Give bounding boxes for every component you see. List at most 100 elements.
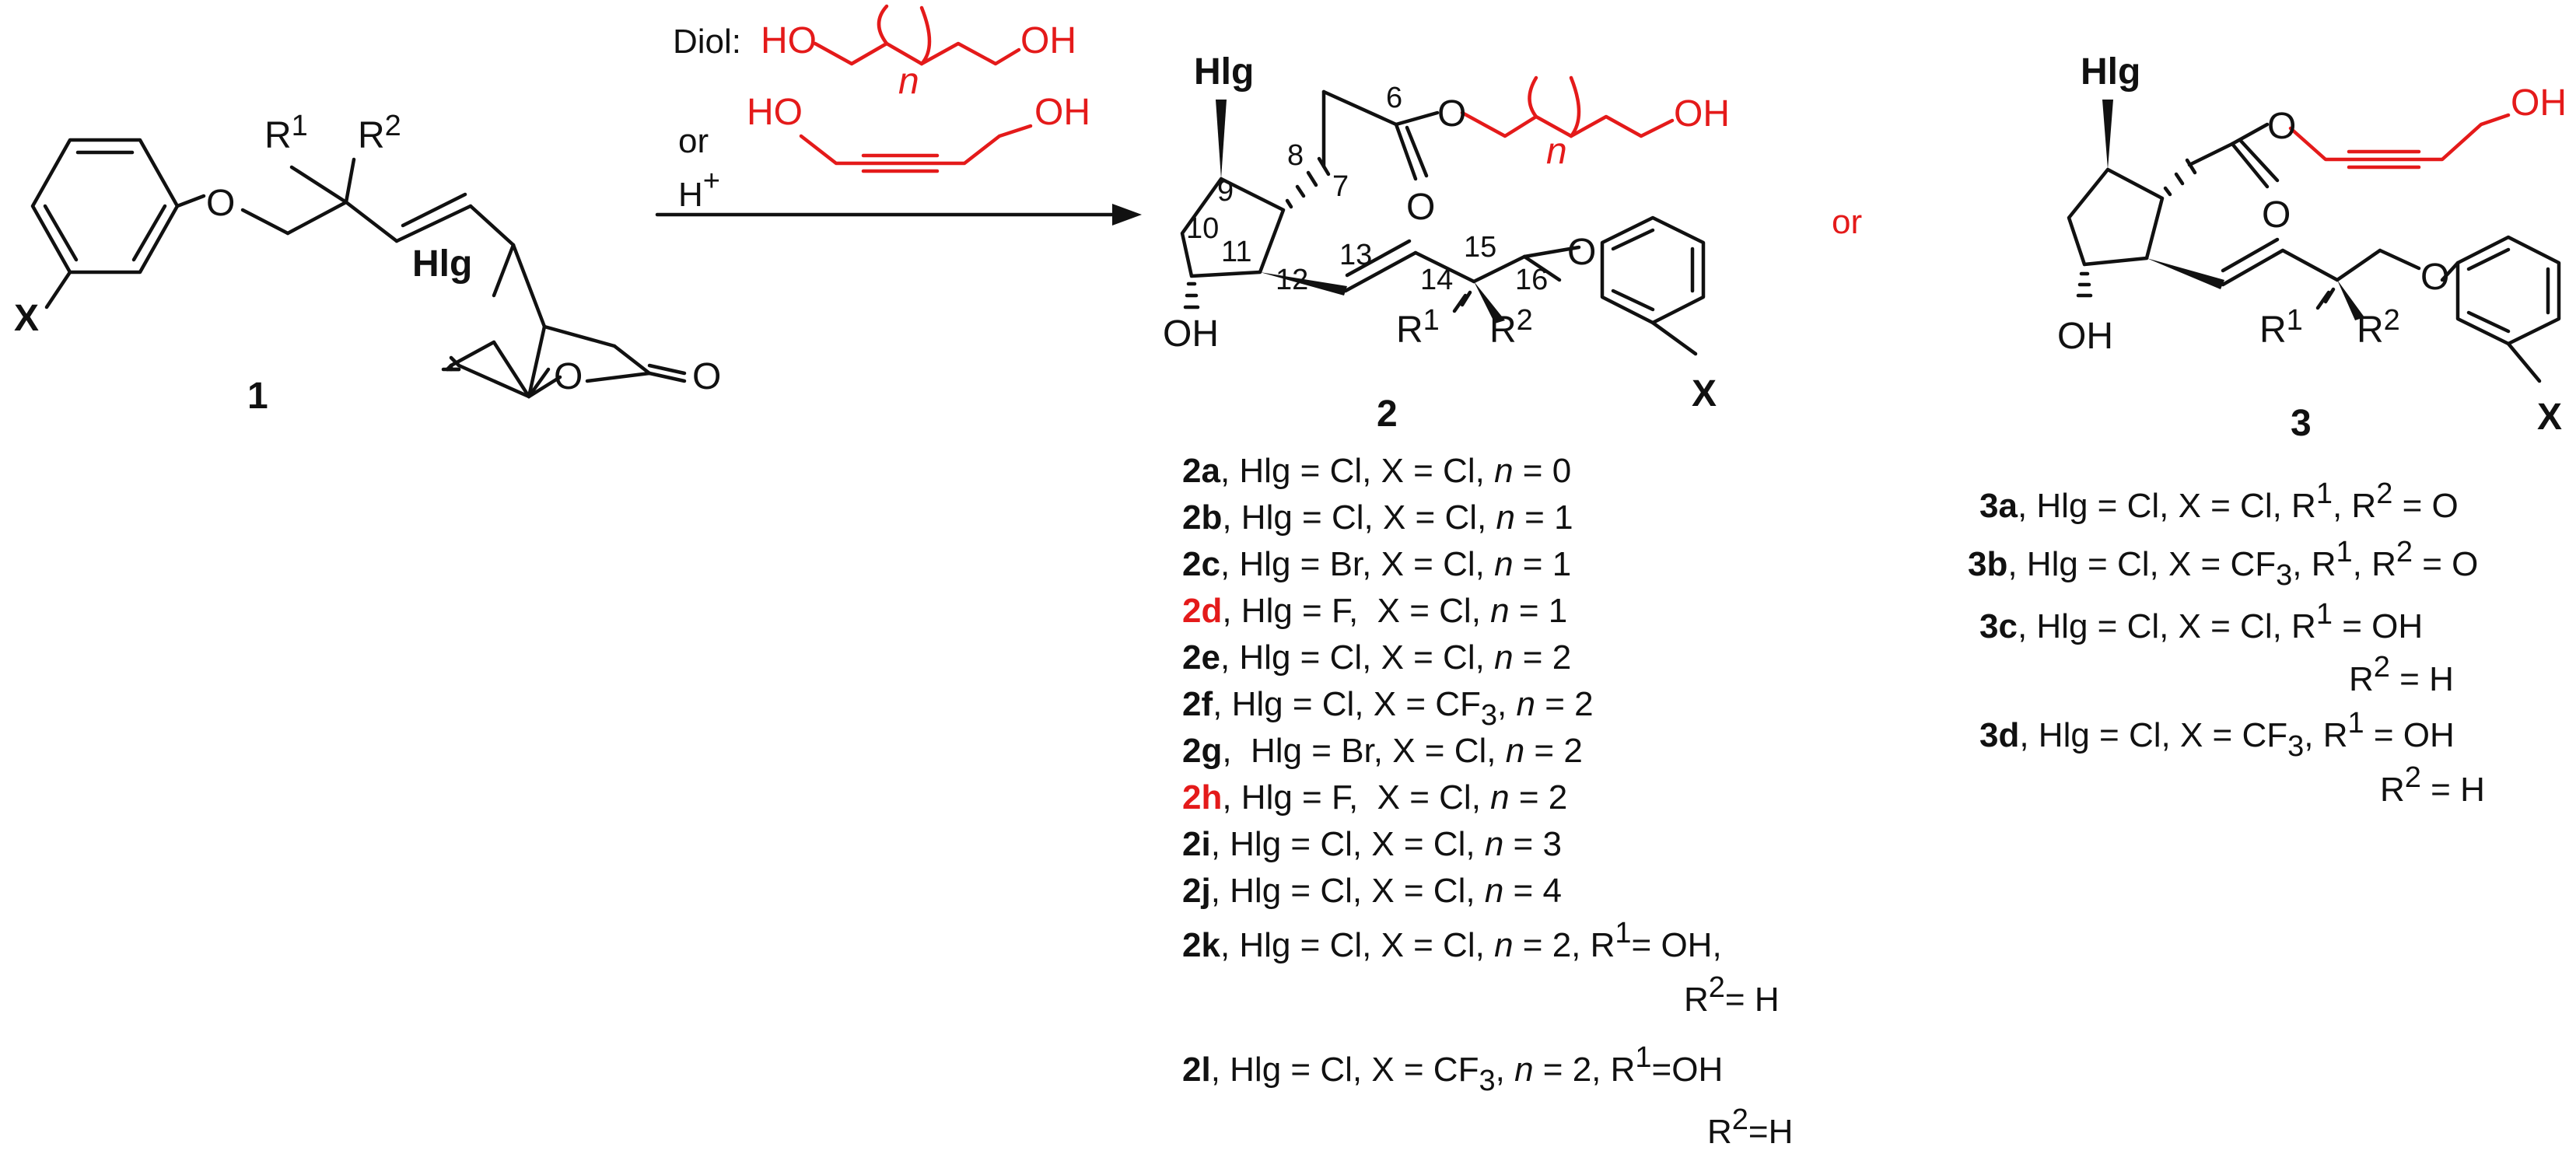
carbonyl-oxygen: O: [692, 356, 721, 397]
butynediol-ho: HO: [747, 92, 803, 133]
hashed-bond-c15: [1452, 290, 1472, 313]
acid-label: H+: [678, 165, 720, 214]
or-label-reagent: or: [678, 122, 709, 160]
diol-label: Diol:: [673, 23, 741, 61]
c3-hashed-bond-c8: [2163, 158, 2197, 197]
locant-7: 7: [1332, 170, 1349, 203]
compound-2-number: 2: [1377, 393, 1398, 435]
diol-n: n: [898, 61, 919, 102]
list3-row-3b: 3b, Hlg = Cl, X = CF3, R1, R2 = O: [1968, 536, 2478, 592]
list3-row-3d-cont: R2 = H: [2380, 761, 2485, 809]
c3-wedge-c15: [2337, 280, 2364, 320]
c2-carbonyl-oxygen: O: [1406, 187, 1435, 228]
locant-11: 11: [1221, 236, 1251, 268]
reagents: Diol: HO n OH or HO OH H+: [655, 4, 1142, 226]
list2-row-2f: 2f, Hlg = Cl, X = CF3, n = 2: [1182, 685, 1594, 732]
locant-10: 10: [1186, 212, 1219, 245]
butynediol-oh: OH: [1034, 92, 1090, 133]
halogen-label: Hlg: [412, 243, 472, 285]
compound-1-number: 1: [247, 376, 268, 417]
list2-row-2d: 2d, Hlg = F, X = Cl, n = 1: [1182, 592, 1567, 630]
list2-row-2c: 2c, Hlg = Br, X = Cl, n = 1: [1182, 545, 1571, 583]
locant-9: 9: [1217, 175, 1234, 208]
c3-hlg: Hlg: [2081, 51, 2140, 93]
locant-14: 14: [1420, 264, 1453, 296]
diol-oh: OH: [1020, 20, 1076, 61]
compound-3-labels: Hlg O O OH OH O X R1 R2 3: [2057, 51, 2567, 444]
ester-bracket-right: [1569, 75, 1581, 138]
wedge-hlg: [1216, 100, 1227, 179]
c3-wedge-hlg: [2102, 100, 2113, 170]
list3-row-3d: 3d, Hlg = Cl, X = CF3, R1 = OH: [1979, 707, 2455, 763]
c2-r1: R1: [1396, 304, 1440, 351]
r1-label: R1: [264, 110, 308, 156]
list2-row-2g: 2g, Hlg = Br, X = Cl, n = 2: [1182, 732, 1583, 770]
c3-substituent-x: X: [2537, 397, 2562, 438]
diol-bracket-left: [877, 4, 889, 46]
c3-r2: R2: [2357, 304, 2400, 351]
ether-oxygen: O: [206, 183, 235, 224]
compound-2-structure: [1180, 75, 1706, 356]
compound-1-structure: [30, 138, 687, 399]
list2-row-2a: 2a, Hlg = Cl, X = Cl, n = 0: [1182, 452, 1571, 490]
list3-row-3a: 3a, Hlg = Cl, X = Cl, R1, R2 = O: [1979, 477, 2459, 525]
locant-12: 12: [1276, 264, 1308, 296]
diol-chain-end: [919, 41, 1021, 66]
c2-ether-oxygen: O: [1567, 232, 1596, 273]
compound-3-number: 3: [2291, 403, 2312, 444]
series-2-list: 2a, Hlg = Cl, X = Cl, n = 0 2b, Hlg = Cl…: [1182, 452, 1793, 1151]
r2-label: R2: [358, 110, 401, 156]
c2-terminal-oh: OH: [1674, 93, 1730, 135]
compound-1-labels: X O R1 R2 Hlg O O 1: [14, 110, 721, 417]
list2-row-2k-cont: R2= H: [1684, 971, 1780, 1019]
substituent-x: X: [14, 298, 39, 339]
compound-2-labels: Hlg O O OH O X R1 R2 n OH 6 7 8 9 10 11 …: [1163, 51, 1730, 435]
list2-row-2j: 2j, Hlg = Cl, X = Cl, n = 4: [1182, 872, 1562, 910]
locant-8: 8: [1287, 139, 1304, 172]
c2-r2: R2: [1489, 304, 1533, 351]
series-3-list: 3a, Hlg = Cl, X = Cl, R1, R2 = O 3b, Hlg…: [1968, 477, 2485, 809]
lactone-oxygen: O: [554, 356, 583, 397]
c3-carbonyl-oxygen: O: [2262, 194, 2291, 236]
locant-15: 15: [1464, 231, 1496, 264]
butynediol-chain: [799, 124, 1033, 166]
ester-chain: [1460, 110, 1538, 138]
locant-16: 16: [1515, 264, 1548, 296]
list2-row-2e: 2e, Hlg = Cl, X = Cl, n = 2: [1182, 638, 1571, 677]
c3-hashed-bond-c11: [2076, 271, 2093, 298]
c2-hlg: Hlg: [1194, 51, 1254, 93]
list3-row-3c-cont: R2 = H: [2349, 651, 2454, 698]
c3-ester-oxygen: O: [2267, 106, 2296, 147]
locant-6: 6: [1386, 82, 1402, 114]
list2-row-2l-cont: R2=H: [1707, 1103, 1793, 1151]
diol-ho: HO: [761, 20, 817, 61]
diol-bracket-right: [919, 5, 932, 66]
list2-row-2b: 2b, Hlg = Cl, X = Cl, n = 1: [1182, 498, 1573, 537]
reaction-arrow-head: [1112, 204, 1142, 226]
c3-r1: R1: [2259, 304, 2303, 351]
list3-row-3c: 3c, Hlg = Cl, X = Cl, R1 = OH: [1979, 598, 2423, 645]
c3-wedge-c12: [2147, 258, 2224, 289]
c2-ester-oxygen: O: [1437, 93, 1466, 135]
hashed-bond-c11: [1183, 282, 1200, 309]
compound-3-structure: [2067, 100, 2561, 383]
list2-row-2h: 2h, Hlg = F, X = Cl, n = 2: [1182, 778, 1567, 817]
c2-oh: OH: [1163, 313, 1219, 355]
ester-chain-end: [1569, 114, 1675, 138]
c3-butynyl-chain: [2288, 113, 2511, 162]
ester-bracket-left: [1528, 75, 1538, 119]
wedge-c12: [1260, 272, 1347, 295]
wedge-c15: [1474, 282, 1505, 323]
c2-substituent-x: X: [1692, 373, 1717, 414]
locant-13: 13: [1339, 239, 1372, 271]
c3-ether-oxygen: O: [2420, 257, 2449, 298]
diol-chain: [813, 41, 889, 66]
c3-terminal-oh: OH: [2511, 82, 2567, 124]
c3-hashed-bond-c15: [2315, 287, 2336, 310]
c2-n: n: [1546, 131, 1567, 172]
list2-row-2k: 2k, Hlg = Cl, X = Cl, n = 2, R1= OH,: [1182, 917, 1722, 964]
ester-chain-mid: [1534, 114, 1573, 138]
list2-row-2l: 2l, Hlg = Cl, X = CF3, n = 2, R1=OH: [1182, 1041, 1723, 1097]
diol-chain-mid: [884, 41, 924, 66]
